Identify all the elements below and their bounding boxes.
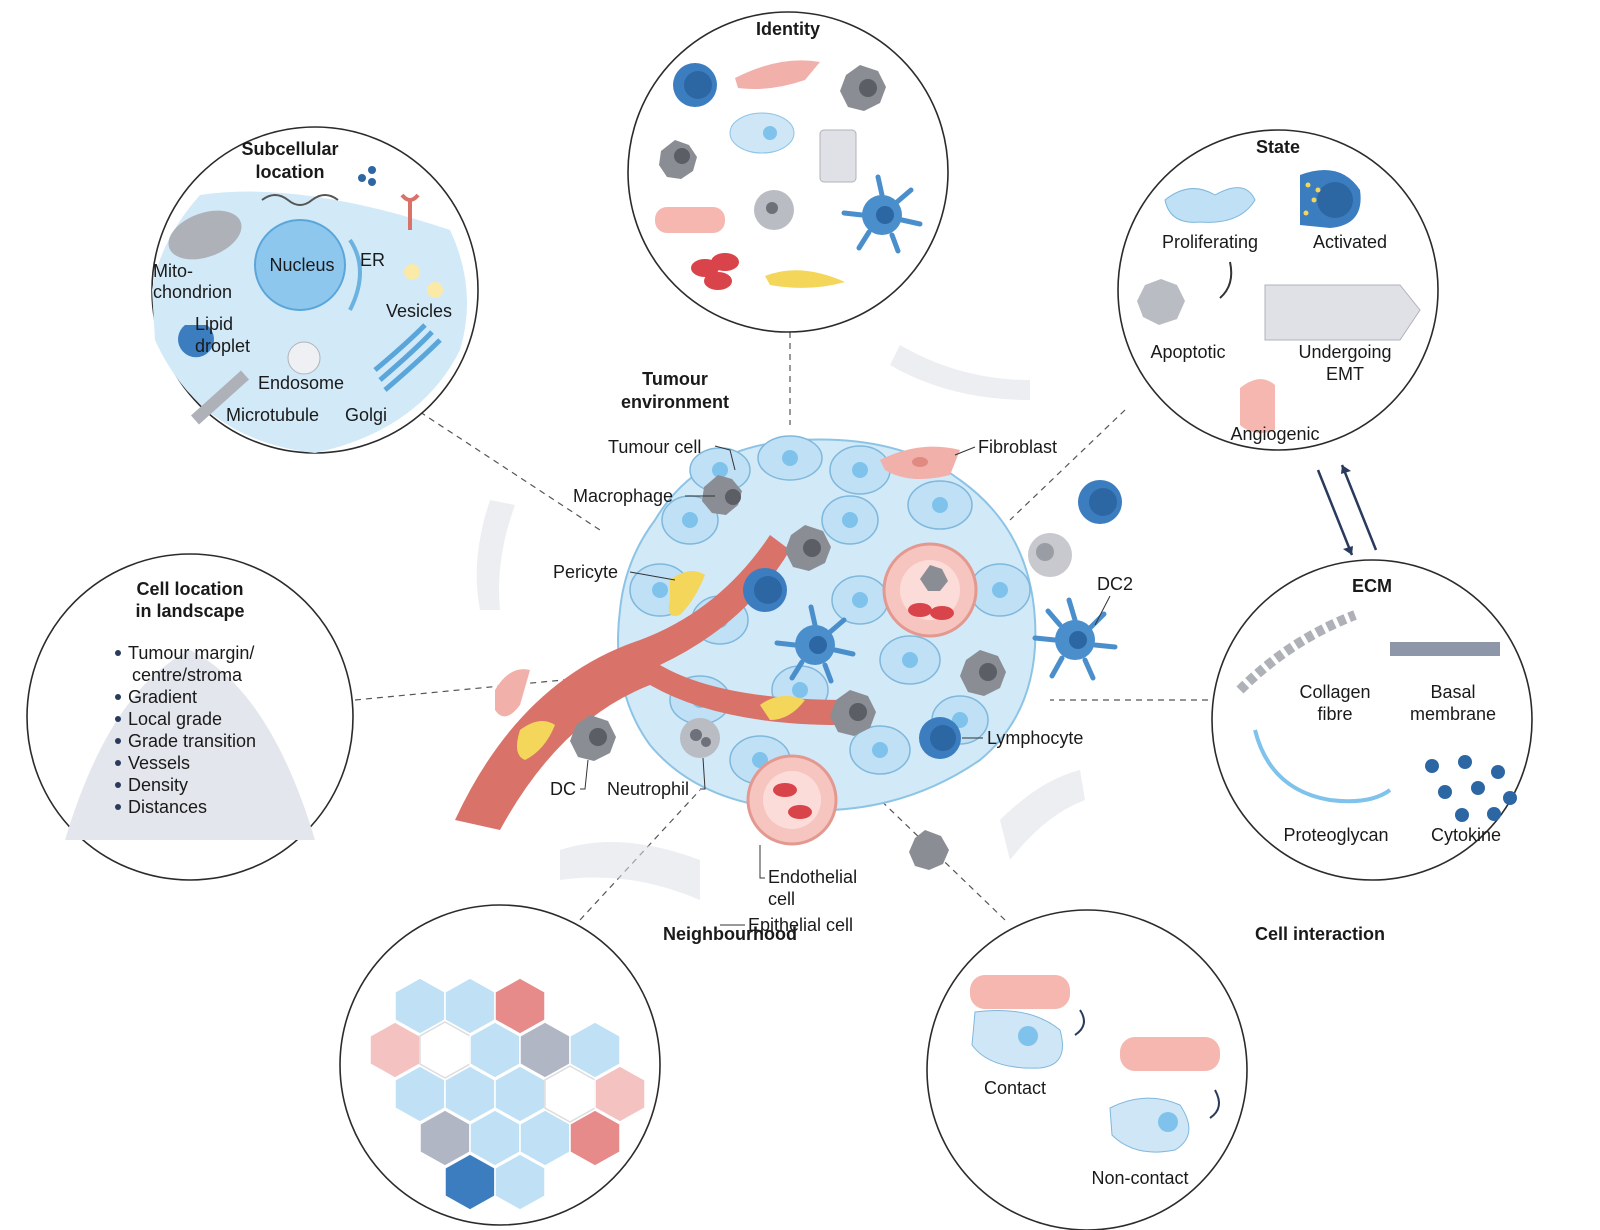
label-basal-line2: membrane bbox=[1410, 704, 1496, 724]
epithelium-bottom bbox=[560, 842, 700, 900]
label-collagen-line2: fibre bbox=[1317, 704, 1352, 724]
landscape-terrain bbox=[65, 650, 315, 840]
label-angiogenic: Angiogenic bbox=[1230, 424, 1319, 444]
panel-cell-interaction: Cell interaction Contact Non-contact bbox=[926, 909, 1385, 1230]
cell-location-title-line2: in landscape bbox=[135, 601, 244, 621]
neighbourhood-title: Neighbourhood bbox=[663, 924, 797, 944]
macrophage-cell-outer bbox=[909, 830, 949, 870]
pericyte-cell-3 bbox=[516, 721, 555, 760]
connector-state bbox=[1009, 409, 1126, 521]
label-microtubule: Microtubule bbox=[226, 405, 319, 425]
cell-location-item: Local grade bbox=[128, 709, 222, 729]
hex-grid bbox=[369, 977, 646, 1211]
epithelium-right bbox=[1000, 770, 1085, 860]
label-fibroblast: Fibroblast bbox=[978, 437, 1057, 457]
cell-location-item: Vessels bbox=[128, 753, 190, 773]
cell-location-item: Density bbox=[128, 775, 188, 795]
label-proteoglycan: Proteoglycan bbox=[1283, 825, 1388, 845]
pericyte-cell bbox=[668, 571, 705, 616]
label-tumour-cell: Tumour cell bbox=[608, 437, 701, 457]
cell-location-item: Grade transition bbox=[128, 731, 256, 751]
dendritic-cell-center bbox=[774, 604, 856, 684]
pericyte-cell-2 bbox=[760, 696, 805, 720]
proteoglycan-icon bbox=[1253, 729, 1392, 804]
basal-membrane-icon bbox=[1390, 642, 1500, 656]
tumour-labels: Tumour cell Fibroblast Macrophage Pericy… bbox=[550, 437, 1133, 935]
non-contact-cell-bottom bbox=[1109, 1097, 1190, 1153]
background-epithelium bbox=[476, 345, 1085, 900]
label-er: ER bbox=[360, 250, 385, 270]
state-title: State bbox=[1256, 137, 1300, 157]
cell-location-item: Gradient bbox=[128, 687, 197, 707]
dc2-cell bbox=[1032, 597, 1118, 681]
epithelium-top-right bbox=[890, 345, 1030, 400]
ecm-title: ECM bbox=[1352, 576, 1392, 596]
identity-title: Identity bbox=[756, 19, 820, 39]
label-pericyte: Pericyte bbox=[553, 562, 618, 582]
panel-state: State Proliferating Activated Apoptotic … bbox=[1117, 129, 1439, 451]
panel-subcellular: Subcellular location Nucleus ER Mito- ch… bbox=[151, 126, 479, 454]
vessel-section-1 bbox=[882, 542, 978, 638]
label-golgi: Golgi bbox=[345, 405, 387, 425]
collagen-fibre-icon bbox=[1236, 610, 1357, 694]
connector-subcellular bbox=[419, 411, 601, 531]
label-lipid-line1: Lipid bbox=[195, 314, 233, 334]
cell-location-item: Distances bbox=[128, 797, 207, 817]
fibroblast-cell-2 bbox=[495, 669, 530, 717]
label-apoptotic: Apoptotic bbox=[1150, 342, 1225, 362]
label-epithelial-cell: Epithelial cell bbox=[748, 915, 853, 935]
label-dc: DC bbox=[550, 779, 576, 799]
cell-location-list: Tumour margin/ centre/stroma Gradient Lo… bbox=[115, 643, 256, 817]
label-endothelial-line1: Endothelial bbox=[768, 867, 857, 887]
panel-ecm: ECM Collagen fibre Basal membrane Proteo… bbox=[1211, 559, 1533, 881]
non-contact-cell-top bbox=[1120, 1037, 1220, 1071]
label-dc2: DC2 bbox=[1097, 574, 1133, 594]
panel-cell-location: Cell location in landscape Tumour margin… bbox=[26, 553, 354, 881]
label-non-contact: Non-contact bbox=[1091, 1168, 1188, 1188]
epithelium-left bbox=[476, 500, 515, 610]
subcellular-title-line2: location bbox=[255, 162, 324, 182]
label-endothelial-line2: cell bbox=[768, 889, 795, 909]
label-cytokine: Cytokine bbox=[1431, 825, 1501, 845]
label-mito-line1: Mito- bbox=[153, 261, 193, 281]
label-contact: Contact bbox=[984, 1078, 1046, 1098]
panel-identity: Identity bbox=[627, 11, 949, 333]
tumour-environment-title-line1: Tumour bbox=[642, 369, 708, 389]
state-ecm-arrows bbox=[1316, 464, 1378, 556]
label-basal-line1: Basal bbox=[1430, 682, 1475, 702]
cytokine-icon bbox=[1425, 755, 1517, 822]
tumour-mass bbox=[455, 435, 1122, 870]
label-collagen-line1: Collagen bbox=[1299, 682, 1370, 702]
label-lipid-line2: droplet bbox=[195, 336, 250, 356]
label-emt-line1: Undergoing bbox=[1298, 342, 1391, 362]
label-emt-line2: EMT bbox=[1326, 364, 1364, 384]
label-mito-line2: chondrion bbox=[153, 282, 232, 302]
label-vesicles: Vesicles bbox=[386, 301, 452, 321]
blood-vessel bbox=[455, 535, 845, 830]
cell-location-item: centre/stroma bbox=[132, 665, 243, 685]
panel-neighbourhood: Neighbourhood bbox=[339, 904, 797, 1226]
tumour-environment-title-line2: environment bbox=[621, 392, 729, 412]
endothelial-cell bbox=[746, 754, 838, 846]
label-proliferating: Proliferating bbox=[1162, 232, 1258, 252]
contact-cell-bottom bbox=[971, 1009, 1063, 1069]
contact-cell-top bbox=[970, 975, 1070, 1009]
label-neutrophil: Neutrophil bbox=[607, 779, 689, 799]
subcellular-title-line1: Subcellular bbox=[241, 139, 338, 159]
cell-location-item: Tumour margin/ bbox=[128, 643, 254, 663]
label-endosome: Endosome bbox=[258, 373, 344, 393]
macrophage-cell bbox=[702, 475, 742, 515]
label-nucleus: Nucleus bbox=[269, 255, 334, 275]
label-lymphocyte: Lymphocyte bbox=[987, 728, 1083, 748]
label-macrophage: Macrophage bbox=[573, 486, 673, 506]
label-activated: Activated bbox=[1313, 232, 1387, 252]
cell-interaction-title: Cell interaction bbox=[1255, 924, 1385, 944]
cell-location-title-line1: Cell location bbox=[136, 579, 243, 599]
